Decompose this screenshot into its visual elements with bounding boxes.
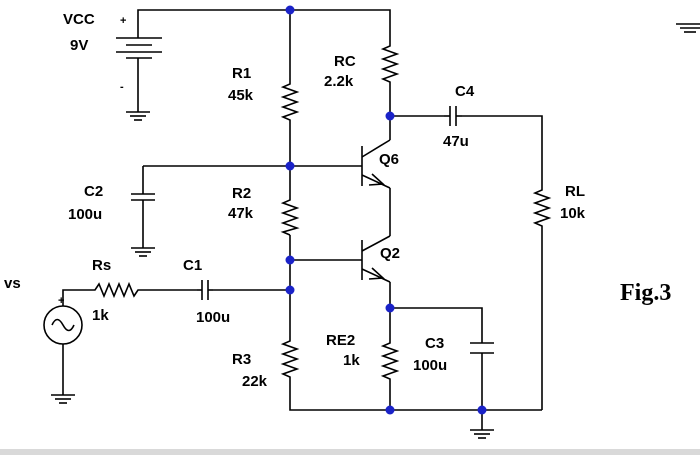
resistor-rc [380, 40, 400, 85]
transistor-q6 [361, 139, 391, 189]
ground-icon [51, 394, 75, 404]
wires [62, 9, 543, 430]
re2-name: RE2 [326, 332, 355, 349]
bottom-border [0, 449, 700, 455]
r2-name: R2 [232, 185, 251, 202]
q2-name: Q2 [380, 245, 400, 262]
resistor-rs [90, 281, 142, 299]
resistor-r2 [280, 195, 300, 236]
c1-value: 100u [196, 309, 230, 326]
c3-name: C3 [425, 335, 444, 352]
capacitor-c3 [470, 340, 494, 356]
vs-name: vs [4, 275, 21, 292]
resistor-r3 [280, 336, 300, 380]
ground-icon [126, 111, 150, 121]
r3-value: 22k [242, 373, 268, 390]
battery-vcc [116, 22, 162, 59]
junction-dots [285, 5, 487, 415]
ground-icon [676, 23, 700, 33]
r1-value: 45k [228, 87, 254, 104]
rc-name: RC [334, 53, 356, 70]
ac-source-vs [43, 305, 83, 345]
vcc-plus-sign: + [120, 15, 126, 27]
figure-label: Fig.3 [620, 280, 671, 306]
r1-name: R1 [232, 65, 251, 82]
q6-name: Q6 [379, 151, 399, 168]
vcc-value: 9V [70, 37, 88, 54]
resistor-r1 [280, 78, 300, 124]
c3-value: 100u [413, 357, 447, 374]
vcc-minus-sign: - [120, 81, 124, 93]
c2-value: 100u [68, 206, 102, 223]
rc-value: 2.2k [324, 73, 354, 90]
capacitor-c1 [197, 280, 213, 300]
capacitor-c2 [131, 188, 155, 206]
rl-name: RL [565, 183, 585, 200]
capacitor-c4 [444, 106, 462, 126]
rl-value: 10k [560, 205, 586, 222]
re2-value: 1k [343, 352, 360, 369]
vcc-name: VCC [63, 11, 95, 28]
r3-name: R3 [232, 351, 251, 368]
transistor-q2 [361, 235, 391, 283]
c4-value: 47u [443, 133, 469, 150]
ground-icon [131, 247, 155, 257]
rs-value: 1k [92, 307, 109, 324]
ground-symbols [51, 23, 700, 439]
c2-name: C2 [84, 183, 103, 200]
c1-name: C1 [183, 257, 202, 274]
resistor-rl [532, 186, 552, 230]
rs-name: Rs [92, 257, 111, 274]
resistor-re2 [380, 338, 400, 382]
c4-name: C4 [455, 83, 475, 100]
vs-plus-sign: + [58, 295, 64, 307]
ground-icon [470, 429, 494, 439]
r2-value: 47k [228, 205, 254, 222]
